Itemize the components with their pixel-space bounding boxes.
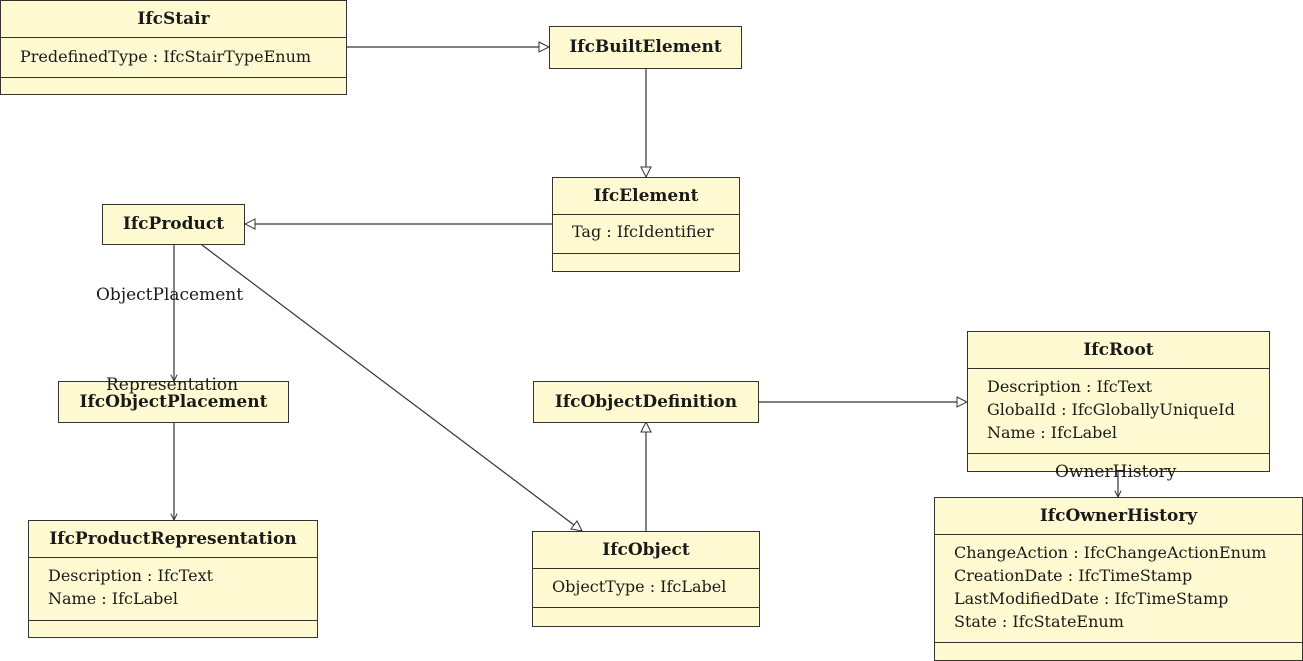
attribute: ObjectType : IfcLabel bbox=[552, 577, 727, 596]
class-name: IfcStair bbox=[137, 9, 210, 29]
attribute: Tag : IfcIdentifier bbox=[572, 222, 714, 241]
attribute: PredefinedType : IfcStairTypeEnum bbox=[20, 47, 312, 66]
divider bbox=[1, 77, 346, 78]
class-name: IfcObjectPlacement bbox=[79, 392, 268, 412]
attribute: GlobalId : IfcGloballyUniqueId bbox=[987, 400, 1235, 419]
label-owner-history: OwnerHistory bbox=[1055, 462, 1177, 482]
divider bbox=[553, 214, 739, 215]
class-name: IfcObject bbox=[602, 540, 690, 560]
class-name: IfcProduct bbox=[122, 214, 225, 234]
class-name: IfcElement bbox=[593, 186, 699, 206]
attribute-list: Description : IfcText Name : IfcLabel bbox=[29, 558, 317, 620]
divider bbox=[533, 568, 759, 569]
divider bbox=[968, 368, 1269, 369]
label-representation: Representation bbox=[106, 375, 239, 395]
class-ifcobjectplacement[interactable]: IfcObjectPlacement bbox=[58, 381, 289, 423]
attribute: Description : IfcText bbox=[987, 377, 1153, 396]
attribute-list: ObjectType : IfcLabel bbox=[533, 569, 759, 607]
class-ifcownerhistory[interactable]: IfcOwnerHistory ChangeAction : IfcChange… bbox=[934, 497, 1303, 661]
divider bbox=[29, 557, 317, 558]
class-ifcstair[interactable]: IfcStair PredefinedType : IfcStairTypeEn… bbox=[0, 0, 347, 95]
attribute: State : IfcStateEnum bbox=[954, 612, 1124, 631]
class-ifcobjectdefinition[interactable]: IfcObjectDefinition bbox=[533, 381, 759, 423]
attribute-list: Description : IfcText GlobalId : IfcGlob… bbox=[968, 369, 1269, 453]
divider bbox=[935, 642, 1302, 643]
product-to-object bbox=[201, 244, 582, 531]
class-ifcobject[interactable]: IfcObject ObjectType : IfcLabel bbox=[532, 531, 760, 627]
attribute-list: Tag : IfcIdentifier bbox=[553, 215, 739, 253]
class-ifcbuiltelement[interactable]: IfcBuiltElement bbox=[549, 26, 742, 69]
divider bbox=[553, 253, 739, 254]
divider bbox=[29, 620, 317, 621]
class-name: IfcRoot bbox=[1083, 340, 1154, 360]
attribute-list: ChangeAction : IfcChangeActionEnum Creat… bbox=[935, 535, 1302, 642]
divider bbox=[968, 453, 1269, 454]
class-name: IfcBuiltElement bbox=[569, 37, 722, 57]
class-name: IfcObjectDefinition bbox=[554, 392, 738, 412]
attribute: Description : IfcText bbox=[48, 566, 214, 585]
attribute-list: PredefinedType : IfcStairTypeEnum bbox=[1, 38, 346, 77]
attribute: Name : IfcLabel bbox=[987, 423, 1117, 442]
class-ifcproduct[interactable]: IfcProduct bbox=[102, 204, 245, 245]
class-name: IfcOwnerHistory bbox=[1039, 506, 1198, 526]
attribute: CreationDate : IfcTimeStamp bbox=[954, 566, 1193, 585]
label-object-placement: ObjectPlacement bbox=[96, 285, 244, 305]
divider bbox=[1, 37, 346, 38]
attribute: ChangeAction : IfcChangeActionEnum bbox=[954, 543, 1267, 562]
class-ifcproductrepresentation[interactable]: IfcProductRepresentation Description : I… bbox=[28, 520, 318, 638]
attribute: Name : IfcLabel bbox=[48, 589, 178, 608]
class-ifcelement[interactable]: IfcElement Tag : IfcIdentifier bbox=[552, 177, 740, 272]
divider bbox=[533, 607, 759, 608]
class-name: IfcProductRepresentation bbox=[49, 529, 297, 549]
divider bbox=[935, 534, 1302, 535]
class-ifcroot[interactable]: IfcRoot Description : IfcText GlobalId :… bbox=[967, 331, 1270, 472]
attribute: LastModifiedDate : IfcTimeStamp bbox=[954, 589, 1229, 608]
